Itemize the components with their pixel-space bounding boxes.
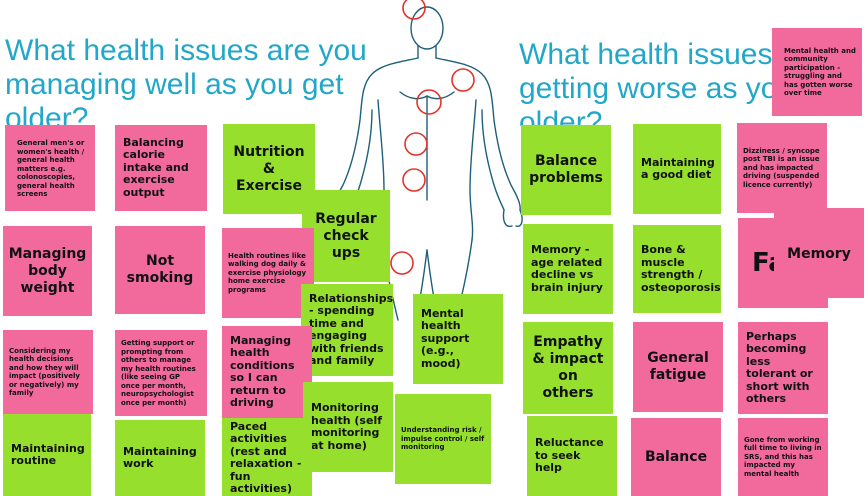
- sticky-note: Nutrition & Exercise: [223, 124, 315, 214]
- sticky-note: Regular check ups: [302, 190, 390, 282]
- sticky-note: Understanding risk / impulse control / s…: [395, 394, 491, 484]
- sticky-note: Memory - age related decline vs brain in…: [523, 224, 613, 314]
- sticky-note: Considering my health decisions and how …: [3, 330, 93, 414]
- sticky-note: Relationships - spending time and engagi…: [301, 284, 393, 376]
- sticky-note: Dizziness / syncope post TBI is an issue…: [737, 123, 827, 213]
- sticky-note: Managing body weight: [3, 226, 92, 316]
- sticky-note: Maintaining routine: [3, 414, 91, 496]
- sticky-note: Health routines like walking dog daily &…: [222, 228, 314, 318]
- sticky-note: Maintaining work: [115, 420, 205, 496]
- left-heading: What health issues are you managing well…: [5, 34, 367, 135]
- sticky-note: Balancing calorie intake and exercise ou…: [115, 125, 207, 211]
- sticky-note: General men's or women's health / genera…: [5, 125, 95, 211]
- sticky-note: Paced activities (rest and relaxation - …: [222, 418, 312, 496]
- sticky-note: Balance problems: [521, 125, 611, 215]
- sticky-note: Balance: [631, 418, 721, 496]
- sticky-note: Managing health conditions so I can retu…: [222, 326, 312, 418]
- sticky-note: Mental health support (e.g., mood): [413, 294, 503, 384]
- sticky-note: Memory: [774, 208, 864, 298]
- sticky-note: Monitoring health (self monitoring at ho…: [303, 382, 393, 472]
- sticky-note: Bone & muscle strength / osteoporosis: [633, 225, 721, 313]
- sticky-note: Gone from working full time to living in…: [738, 418, 828, 496]
- sticky-note: Perhaps becoming less tolerant or short …: [738, 322, 828, 414]
- sticky-note: Getting support or prompting from others…: [115, 330, 207, 416]
- sticky-note: General fatigue: [633, 322, 723, 412]
- sticky-note: Mental health and community participatio…: [772, 28, 862, 116]
- sticky-note: Not smoking: [115, 226, 205, 314]
- sticky-note: Maintaining a good diet: [633, 124, 721, 214]
- sticky-note: Reluctance to seek help: [527, 416, 617, 496]
- sticky-note: Empathy & impact on others: [523, 322, 613, 414]
